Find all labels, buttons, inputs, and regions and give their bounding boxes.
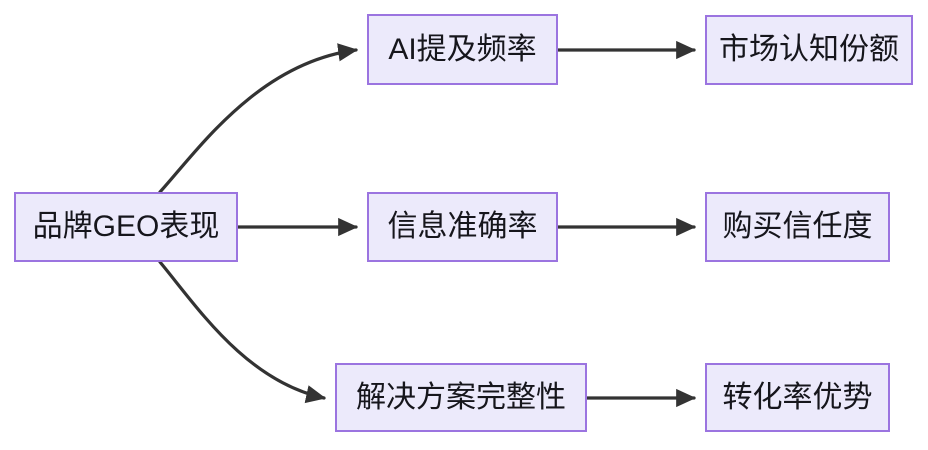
node-ai-mention-frequency[interactable]: AI提及频率 [367, 14, 558, 85]
node-purchase-trust[interactable]: 购买信任度 [705, 192, 890, 262]
node-label: 购买信任度 [722, 210, 873, 243]
node-label: AI提及频率 [388, 32, 537, 66]
node-conversion-advantage[interactable]: 转化率优势 [705, 363, 890, 432]
node-label: 解决方案完整性 [356, 380, 566, 414]
edge-root-to-solution [158, 260, 326, 404]
node-brand-geo-performance[interactable]: 品牌GEO表现 [14, 192, 238, 262]
node-market-awareness-share[interactable]: 市场认知份额 [705, 15, 913, 85]
node-label: 信息准确率 [387, 210, 538, 243]
node-information-accuracy[interactable]: 信息准确率 [367, 192, 558, 262]
edge-root-to-mention [158, 43, 358, 194]
node-label: 市场认知份额 [719, 33, 899, 66]
node-label: 转化率优势 [722, 380, 873, 414]
node-solution-completeness[interactable]: 解决方案完整性 [335, 363, 587, 432]
node-label: 品牌GEO表现 [32, 210, 220, 243]
